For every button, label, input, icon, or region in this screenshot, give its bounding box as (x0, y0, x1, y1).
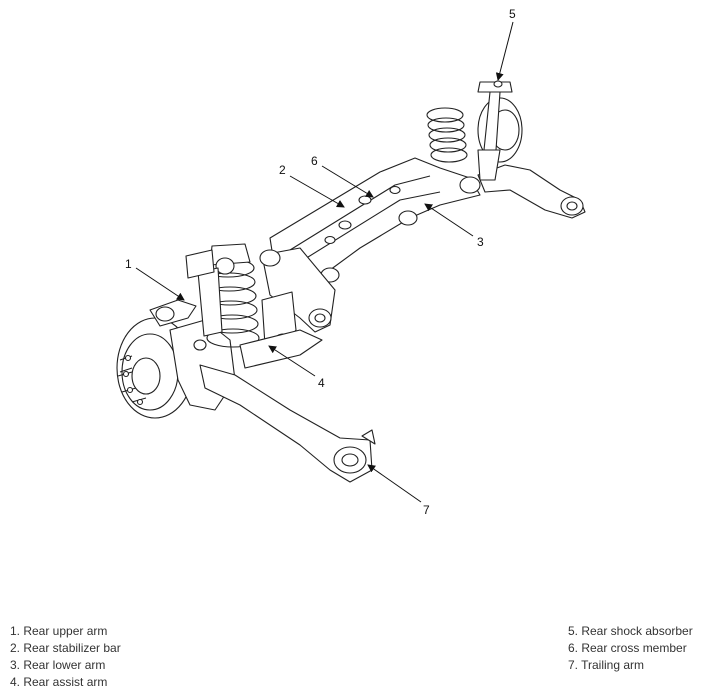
legend-item-rear-lower-arm: 3. Rear lower arm (10, 658, 106, 672)
callout-4: 4 (318, 376, 325, 390)
leader-line-2 (289, 175, 345, 208)
legend-item-rear-assist-arm: 4. Rear assist arm (10, 675, 108, 689)
legend-item-rear-upper-arm: 1. Rear upper arm (10, 624, 108, 638)
leader-line-7 (367, 464, 422, 503)
callout-numbers: 1 2 3 4 5 6 7 (125, 7, 516, 517)
legend-item-rear-shock-absorber: 5. Rear shock absorber (568, 624, 693, 638)
suspension-illustration (116, 80, 586, 483)
leader-line-5 (495, 21, 514, 81)
leader-line-3 (424, 203, 474, 237)
legend-right-column: 5. Rear shock absorber 6. Rear cross mem… (568, 623, 693, 674)
callout-7: 7 (423, 503, 430, 517)
callout-3: 3 (477, 235, 484, 249)
legend-item-rear-cross-member: 6. Rear cross member (568, 641, 687, 655)
callout-1: 1 (125, 257, 132, 271)
callout-2: 2 (279, 163, 286, 177)
callout-5: 5 (509, 7, 516, 21)
legend-item-trailing-arm: 7. Trailing arm (568, 658, 645, 672)
rear-suspension-diagram: 1 2 3 4 5 6 7 (116, 7, 586, 517)
leader-line-4 (268, 345, 316, 377)
leader-lines (135, 21, 514, 503)
leader-line-6 (321, 165, 374, 198)
trailing-arm-shape (199, 364, 373, 483)
callout-6: 6 (311, 154, 318, 168)
leader-line-1 (135, 267, 185, 301)
legend-left-column: 1. Rear upper arm 2. Rear stabilizer bar… (10, 623, 121, 691)
legend-item-rear-stabilizer-bar: 2. Rear stabilizer bar (10, 641, 121, 655)
